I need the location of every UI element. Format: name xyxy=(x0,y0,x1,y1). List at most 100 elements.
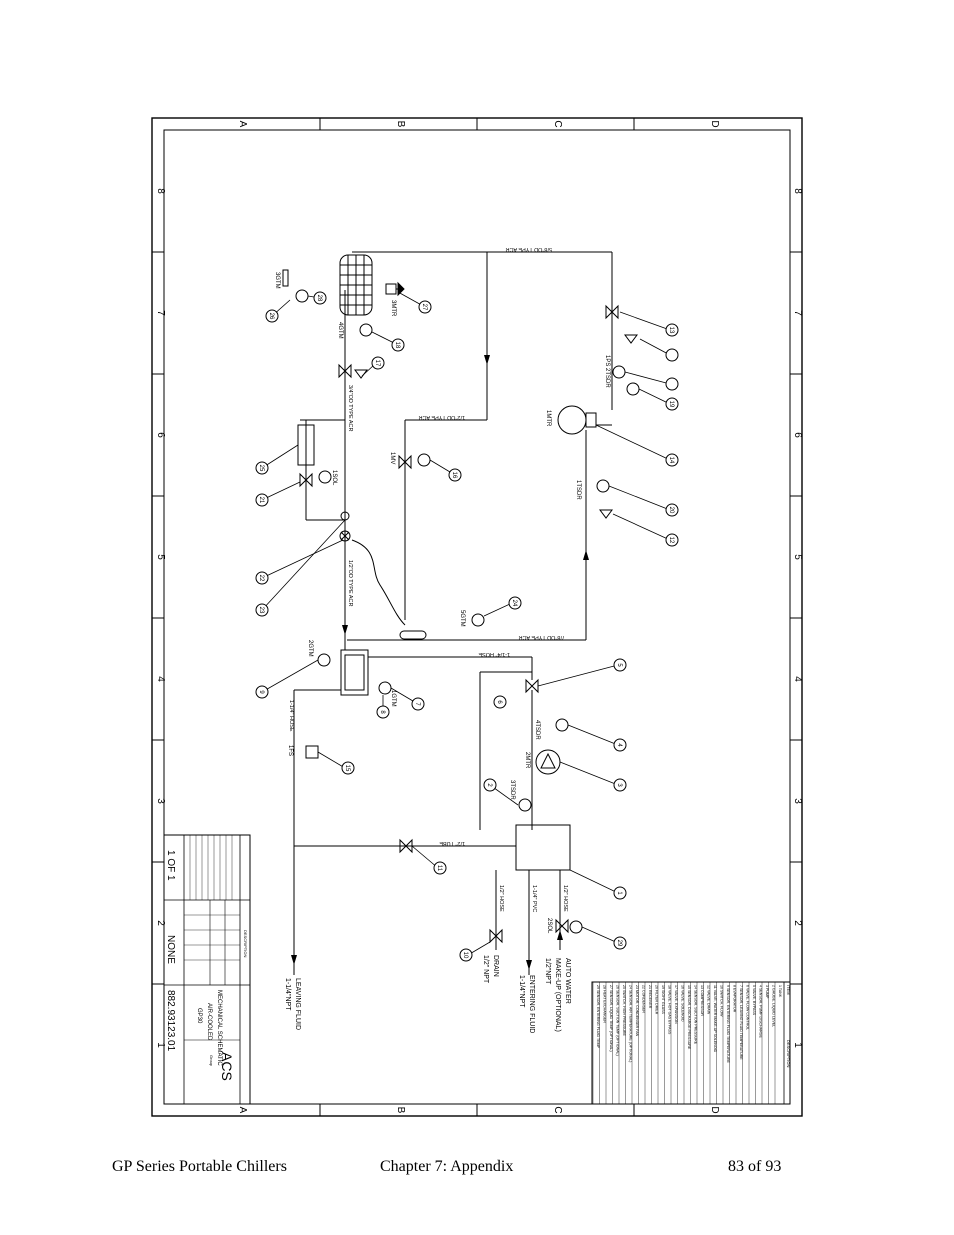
label-3tsdr: 3TSDR xyxy=(509,780,515,800)
title-block-drawing-number: 882.93123.01 xyxy=(165,990,176,1052)
zone-letter-top-d: D xyxy=(709,120,720,127)
label-1mtr: 1MTR xyxy=(545,410,551,427)
bom-row: 7 SENSOR, LEAVING FLUID TEMPERATURE xyxy=(739,985,743,1060)
balloon-4: 4 xyxy=(616,743,622,747)
tank xyxy=(515,824,571,871)
label-3mtr: 3MTR xyxy=(390,300,396,317)
condenser-coil xyxy=(339,254,373,316)
balloon-20: 20 xyxy=(668,507,674,514)
entering-fluid-size: 1-1/4"NPT xyxy=(518,975,525,1008)
balloon-25: 25 xyxy=(258,465,264,472)
zone-number-left-6: 6 xyxy=(155,432,166,438)
auto-water-label: AUTO WATER xyxy=(564,958,571,1004)
filter-drier xyxy=(399,630,427,640)
zone-letter-top-b: B xyxy=(395,121,406,128)
balloon-11: 11 xyxy=(436,865,442,872)
pipe-label-78-acr: 7/8"OD TYPE ACR xyxy=(518,634,565,640)
entering-fluid-label: ENTERING FLUID xyxy=(528,975,535,1033)
bom-row: 23 MOTOR, CONDENSER FAN xyxy=(635,985,639,1037)
balloon-16: 16 xyxy=(451,472,457,479)
zone-number-left-8: 8 xyxy=(155,188,166,194)
bom-row: 6 VALVE, FLOW CONTROL xyxy=(746,985,750,1030)
balloon-15: 15 xyxy=(344,765,350,772)
zone-numbers: 8 7 6 5 4 3 2 1 8 7 6 5 4 3 2 1 xyxy=(155,188,803,1048)
title-block-company: ACS xyxy=(219,1052,235,1081)
pipe-label-12-acr: 1/2"OD TYPE ACR xyxy=(418,414,465,420)
balloon-28: 28 xyxy=(316,295,322,302)
bom-header-description: DESCRIPTION xyxy=(786,1040,791,1067)
balloon-8: 8 xyxy=(379,710,385,714)
zone-letters: A B C D A B C D xyxy=(237,120,720,1113)
balloon-9: 9 xyxy=(258,690,264,694)
leaving-fluid-size: 1-1/4"NPT xyxy=(284,978,291,1011)
valve-sight xyxy=(605,304,619,320)
balloon-12: 12 xyxy=(668,537,674,544)
balloon-5: 5 xyxy=(616,663,622,667)
zone-letter-top-a: A xyxy=(237,121,248,128)
piping-lines xyxy=(293,251,613,975)
zone-number-left-7: 7 xyxy=(155,310,166,316)
balloon-24: 24 xyxy=(511,600,517,607)
bom-row: 15 SENSOR, DISCHARGE PRESSURE xyxy=(687,985,691,1050)
zone-ticks xyxy=(152,118,802,1116)
bom-row: 26 SENSOR, SUCTION TEMP (OPTIONAL) xyxy=(616,985,620,1056)
fluid-labels: LEAVING FLUID 1-1/4"NPT ENTERING FLUID 1… xyxy=(284,955,571,1033)
label-1sol: 1SOL xyxy=(331,470,337,486)
pipe-label-114-pvc: 1-1/4" PVC xyxy=(531,885,537,912)
label-5gtm: 5GTM xyxy=(459,610,465,627)
balloon-17: 17 xyxy=(374,360,380,367)
valve-2sol xyxy=(555,918,569,934)
drain-label: DRAIN xyxy=(492,955,499,977)
label-2mtr: 2MTR xyxy=(524,752,530,769)
balloon-19: 19 xyxy=(668,401,674,408)
temp-probe xyxy=(282,269,289,287)
valve-makeup xyxy=(399,838,413,854)
zone-letter-bottom-d: D xyxy=(709,1106,720,1113)
compressor xyxy=(557,405,597,435)
zone-number-left-1: 1 xyxy=(155,1042,166,1048)
zone-number-right-6: 6 xyxy=(792,432,803,438)
title-block-grid xyxy=(184,835,240,961)
fan-motor xyxy=(385,281,405,297)
balloon-circles xyxy=(255,291,679,962)
valve-1mv xyxy=(398,454,412,470)
balloon-3: 3 xyxy=(616,783,622,787)
bom-row: 2 GAUGE, LIQUID LEVEL xyxy=(772,985,776,1027)
title-block-scale: NONE xyxy=(165,935,176,964)
title-block-title-1: MECHANICAL SCHEMATIC xyxy=(216,990,222,1066)
title-block-title-3: GP30 xyxy=(196,1008,202,1024)
component-labels: 3MTR 3GTM 4GTM 1MTR 1PS 2TSDR 1TSDR 1SOL… xyxy=(274,272,610,934)
bom-header-item: ITEM xyxy=(786,985,791,995)
bom-row: 21 RECEIVER xyxy=(648,985,652,1009)
zone-number-right-3: 3 xyxy=(792,798,803,804)
leaving-fluid-label: LEAVING FLUID xyxy=(294,978,301,1030)
pipe-label-12-acr-2: 1/2"OD TYPE ACR xyxy=(347,560,353,607)
title-block: DESCRIPTION ACS Group MECHANICAL SCHEMAT… xyxy=(163,834,251,1105)
zone-number-left-4: 4 xyxy=(155,676,166,682)
pipe-label-12-hose-2: 1/2" HOSE xyxy=(562,885,568,912)
zone-number-right-1: 1 xyxy=(792,1042,803,1048)
makeup-label: MAKE-UP (OPTIONAL) xyxy=(554,958,561,1032)
label-1mv: 1MV xyxy=(389,452,395,464)
balloon-27: 27 xyxy=(421,304,427,311)
title-block-title-2: AIR-COOLED xyxy=(206,1003,212,1041)
label-2sol: 2SOL xyxy=(546,918,552,934)
valve-drain xyxy=(489,928,503,944)
pipe-labels: 5/8"OD TYPE ACR 1/2"OD TYPE ACR 7/8"OD T… xyxy=(288,246,568,912)
label-4tsdr: 4TSDR xyxy=(534,720,540,740)
label-1tsdr: 1TSDR xyxy=(575,480,581,500)
balloon-2: 2 xyxy=(486,783,492,787)
makeup-size: 1/2"NPT xyxy=(544,958,551,985)
zone-letter-bottom-b: B xyxy=(395,1107,406,1114)
zone-letter-bottom-c: C xyxy=(552,1106,563,1113)
balloon-7: 7 xyxy=(414,702,420,706)
balloon-13: 13 xyxy=(668,327,674,334)
label-1gtm: 1GTM xyxy=(390,690,396,707)
bom-row: 9 SENSOR, ENTERING FLUID TEMPERATURE xyxy=(726,985,730,1064)
footer-chapter: Chapter 7: Appendix xyxy=(380,1158,514,1175)
balloon-10: 10 xyxy=(462,952,468,959)
balloon-29: 29 xyxy=(616,940,622,947)
bom-row: 8 EVAPORATOR xyxy=(733,985,737,1013)
zone-letter-bottom-a: A xyxy=(237,1107,248,1114)
